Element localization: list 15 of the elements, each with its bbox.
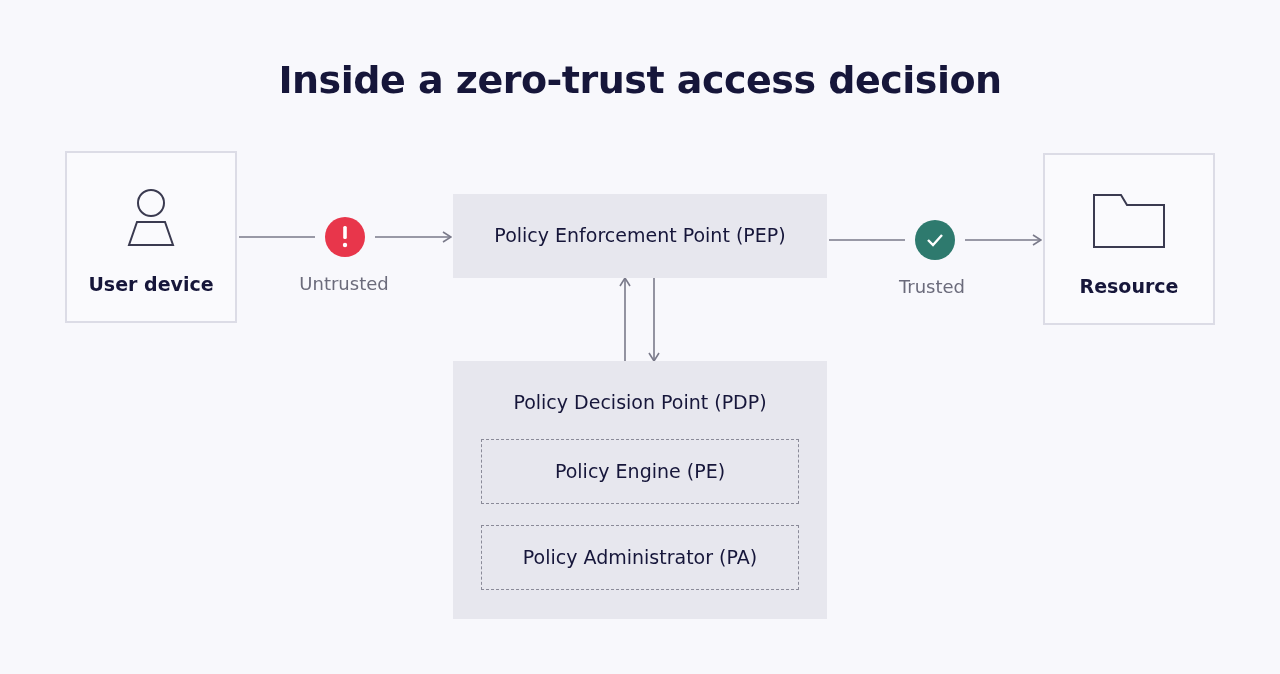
node-label: Resource [1078,275,1180,297]
component-box [481,525,799,590]
component-box [481,439,799,504]
device-box [1043,153,1215,325]
node-label: Policy Engine (PE) [553,460,727,482]
node-label: User device [87,273,215,295]
diagram-title: Inside a zero-trust access decision [277,58,1003,102]
device-box [65,151,237,323]
node-label: Policy Enforcement Point (PEP) [493,224,787,246]
arrow [648,277,660,362]
process-box [453,194,827,278]
node-label: Policy Decision Point (PDP) [512,391,768,413]
process-box [453,361,827,619]
arrow [619,277,631,362]
node-label: Policy Administrator (PA) [521,546,759,568]
